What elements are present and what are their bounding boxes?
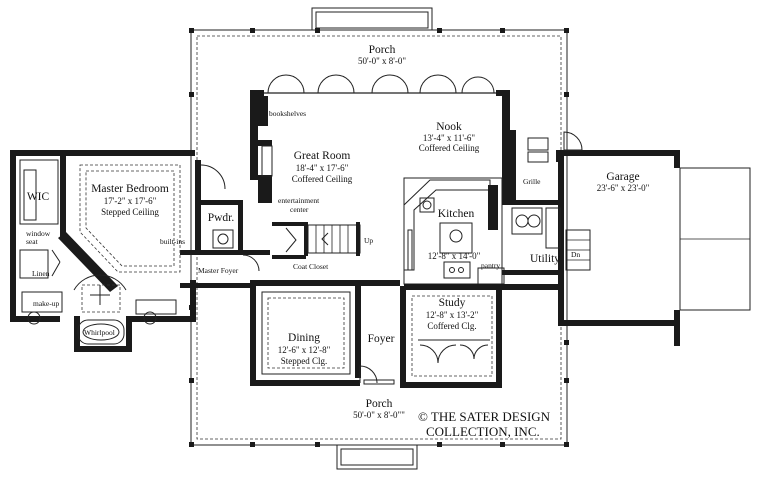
interior-walls: [180, 74, 564, 388]
wic-name: WIC: [27, 191, 50, 203]
dining-ceiling: Stepped Clg.: [281, 356, 328, 366]
master-bedroom-name: Master Bedroom: [91, 183, 169, 195]
whirlpool-label: Whirlpool: [84, 328, 115, 337]
study-dims: 12'-8" x 13'-2": [426, 310, 479, 320]
master-suite-walls: [10, 150, 196, 352]
great-room-dims: 18'-4" x 17'-6": [296, 163, 349, 173]
window-seat-label-2: seat: [26, 237, 39, 246]
window-seat-label-1: window: [26, 229, 51, 238]
copyright-line-2: COLLECTION, INC.: [426, 424, 540, 439]
master-bedroom-ceiling: Stepped Ceiling: [101, 207, 159, 217]
utility-name: Utility: [530, 253, 560, 265]
porch-bottom-name: Porch: [366, 398, 393, 410]
stairs-up-label: Up: [364, 236, 373, 245]
nook-ceiling: Coffered Ceiling: [419, 143, 480, 153]
pantry-label: pantry: [481, 261, 500, 270]
foyer-name: Foyer: [368, 333, 395, 345]
linen-label: Linen: [32, 269, 50, 278]
bookshelves-label: bookshelves: [269, 109, 306, 118]
study-name: Study: [439, 297, 466, 309]
stairs-down-label: Dn: [571, 250, 580, 259]
copyright-line-1: © THE SATER DESIGN: [418, 409, 551, 424]
porch-bottom-dims: 50'-0" x 8'-0"": [353, 410, 405, 420]
kitchen-name: Kitchen: [438, 208, 475, 220]
dining-dims: 12'-6" x 12'-8": [278, 345, 331, 355]
entertainment-label: entertainment: [278, 196, 320, 205]
small-labels: bookshelves entertainment center Up Dn C…: [26, 109, 580, 337]
garage-name: Garage: [606, 171, 639, 183]
master-foyer-label: Master Foyer: [198, 266, 239, 275]
porch-columns: [189, 28, 569, 447]
great-room-ceiling: Coffered Ceiling: [292, 174, 353, 184]
coat-closet-label: Coat Closet: [293, 262, 329, 271]
dining-name: Dining: [288, 332, 320, 344]
copyright: © THE SATER DESIGN COLLECTION, INC.: [418, 409, 551, 439]
built-ins-label: built-ins: [160, 237, 185, 246]
porch-top-dims: 50'-0" x 8'-0": [358, 56, 406, 66]
grille-label: Grille: [523, 177, 541, 186]
study-ceiling: Coffered Clg.: [427, 321, 476, 331]
nook-name: Nook: [436, 121, 462, 133]
garage-dims: 23'-6" x 23'-0": [597, 183, 650, 193]
room-labels: Porch 50'-0" x 8'-0" Nook 13'-4" x 11'-6…: [27, 44, 650, 420]
great-room-name: Great Room: [294, 150, 351, 162]
make-up-label: make-up: [33, 299, 59, 308]
master-bedroom-dims: 17'-2" x 17'-6": [104, 196, 157, 206]
entertainment-center-label: center: [290, 205, 309, 214]
powder-room-name: Pwdr.: [208, 212, 235, 224]
garage-walls: [502, 130, 751, 346]
kitchen-dims: 12'-8" x 14'-0": [428, 251, 481, 261]
nook-dims: 13'-4" x 11'-6": [423, 133, 476, 143]
porch-top-name: Porch: [369, 44, 396, 56]
